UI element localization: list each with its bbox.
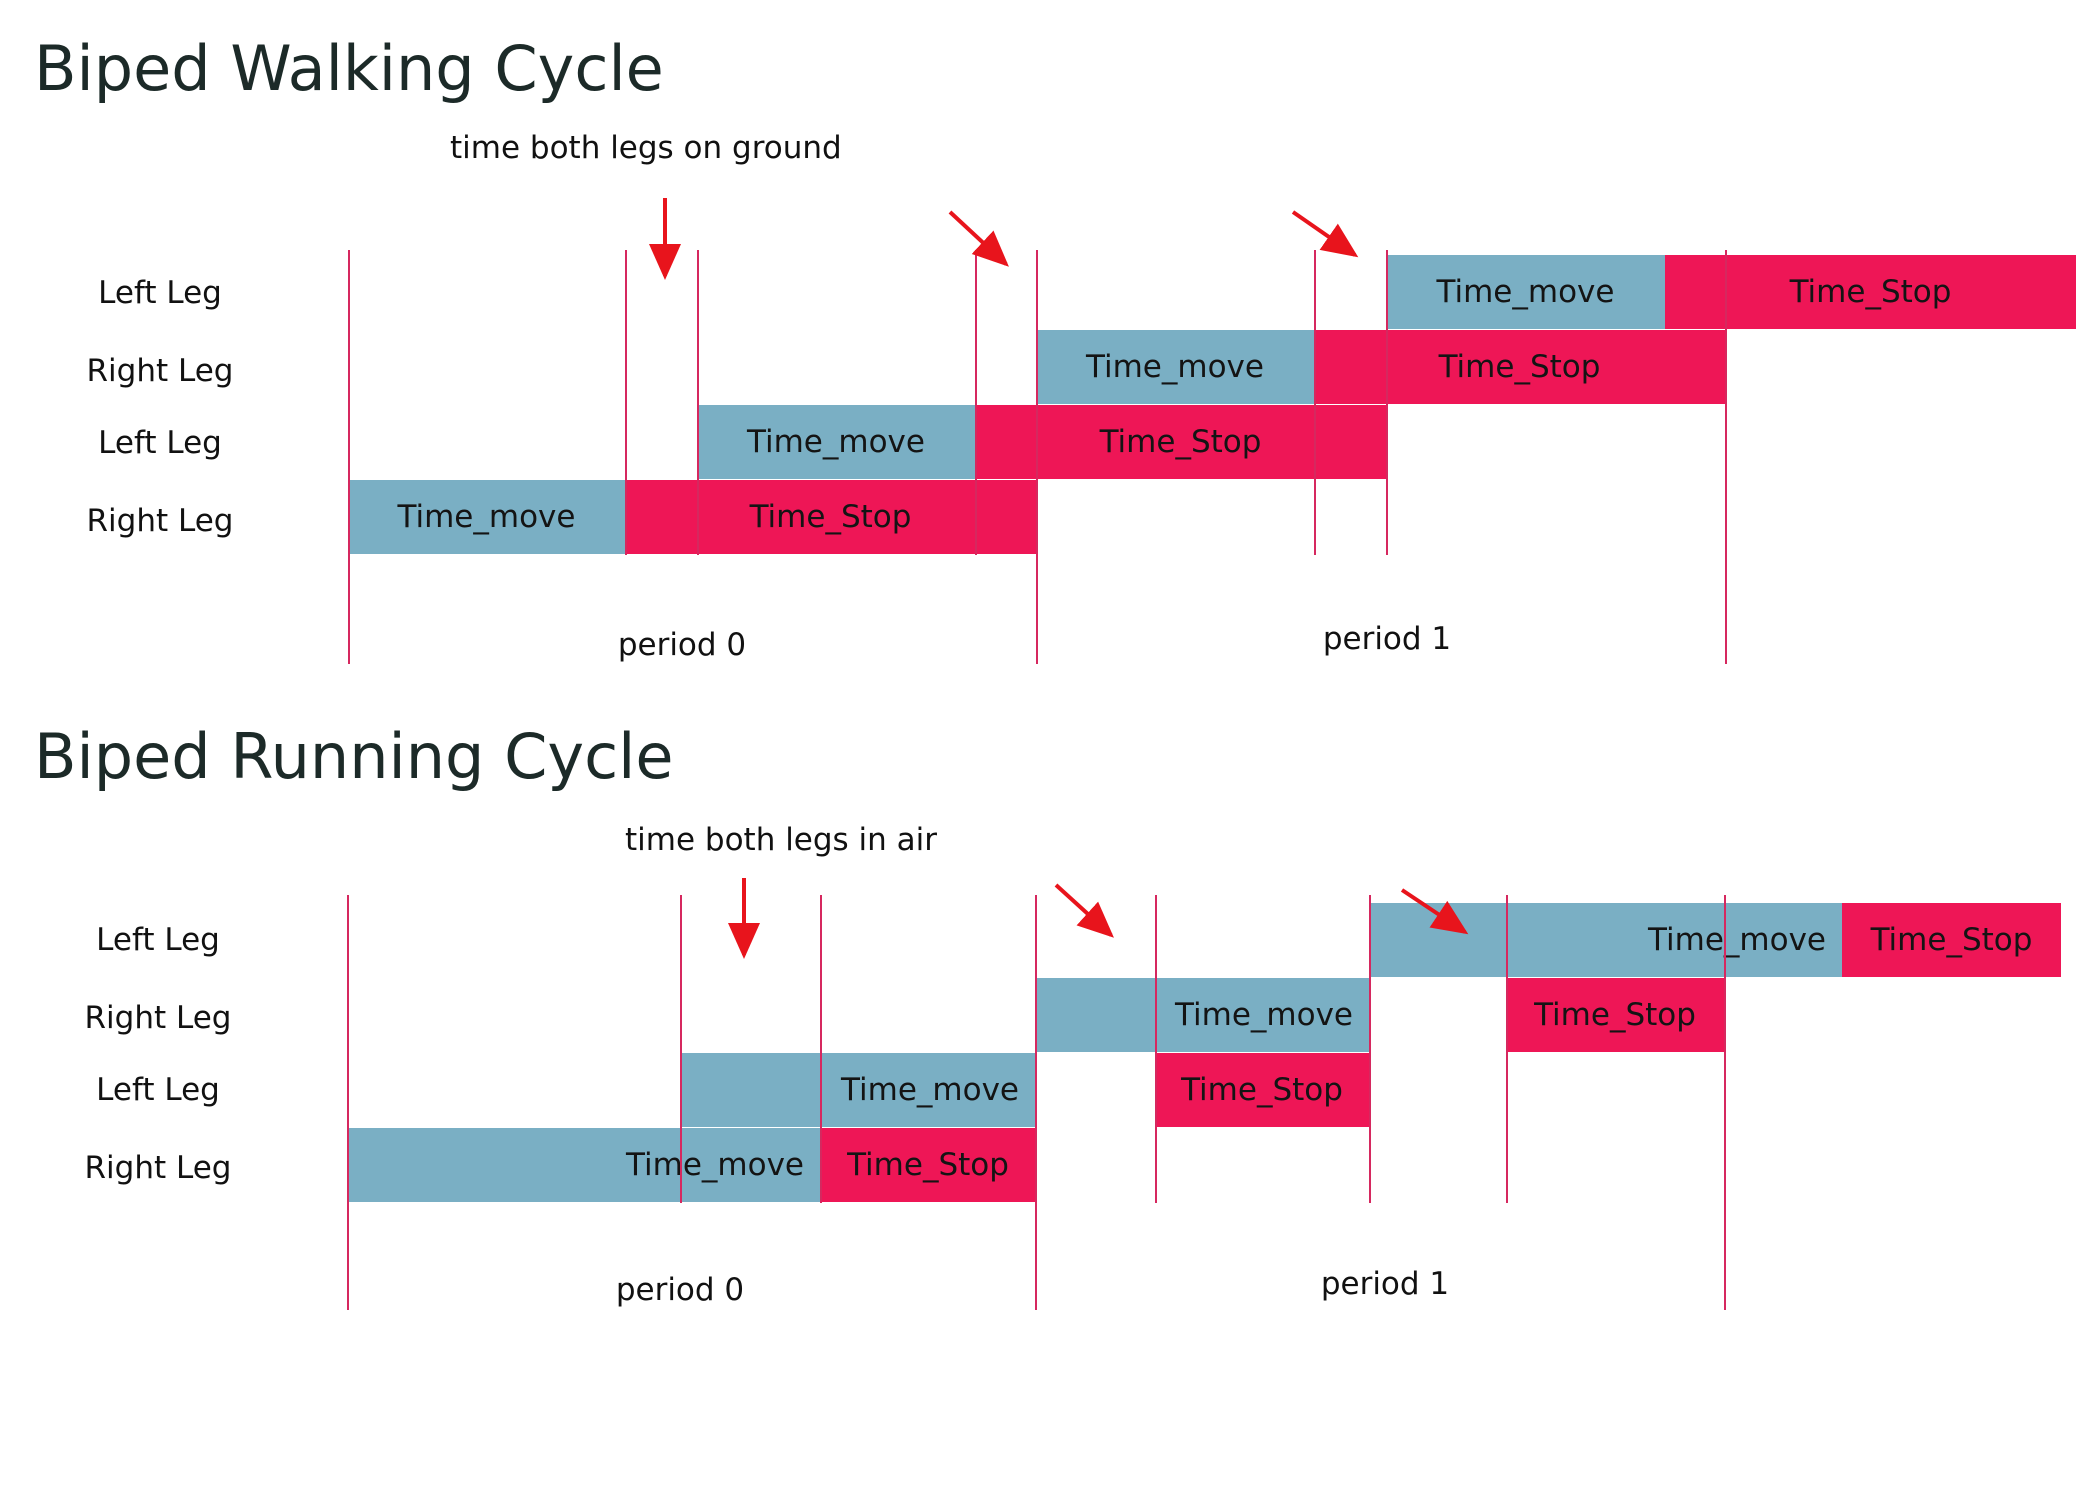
walking-divider-period-1-end: [1725, 250, 1727, 664]
walking-right-leg-move-bar-2: Time_move: [1036, 330, 1314, 404]
running-divider: [1369, 895, 1371, 1203]
running-row-label-1: Left Leg: [96, 922, 220, 958]
running-right-leg-stop-bar-2: Time_Stop: [1506, 978, 1724, 1052]
running-divider-period-1-start: [1035, 895, 1037, 1310]
running-title: Biped Running Cycle: [34, 720, 674, 793]
walking-row-label-1: Left Leg: [98, 275, 222, 311]
running-left-leg-move-bar-2: Time_move: [1369, 903, 1842, 977]
running-left-leg-stop-bar: Time_Stop: [1155, 1053, 1369, 1127]
walking-right-leg-stop-bar: Time_Stop: [625, 480, 1036, 554]
walking-left-leg-move-bar: Time_move: [697, 405, 975, 479]
walking-title: Biped Walking Cycle: [34, 32, 664, 105]
walking-right-leg-stop-bar-2: Time_Stop: [1314, 330, 1725, 404]
walking-row-label-4: Right Leg: [86, 503, 234, 539]
running-arrow-icon: [1400, 888, 1469, 935]
walking-row-label-2: Right Leg: [86, 353, 234, 389]
walking-divider: [975, 250, 977, 555]
walking-arrow-icon: [1291, 210, 1359, 258]
running-right-leg-stop-bar: Time_Stop: [820, 1128, 1036, 1202]
running-left-leg-move-bar: Time_move: [680, 1053, 1035, 1127]
walking-arrow-icon: [948, 210, 1009, 267]
walking-divider-period-1-start: [1036, 250, 1038, 664]
walking-period-0-label: period 0: [617, 627, 747, 663]
running-divider: [1506, 895, 1508, 1203]
running-divider-period-1-end: [1724, 895, 1726, 1310]
walking-divider: [697, 250, 699, 555]
walking-divider: [1386, 250, 1388, 555]
running-right-leg-move-bar-2: Time_move: [1035, 978, 1369, 1052]
running-divider: [820, 895, 822, 1203]
running-divider: [1155, 895, 1157, 1203]
running-left-leg-stop-bar-2: Time_Stop: [1842, 903, 2061, 977]
running-period-0-label: period 0: [615, 1272, 745, 1308]
walking-left-leg-stop-bar-2: Time_Stop: [1665, 255, 2076, 329]
walking-annotation: time both legs on ground: [450, 130, 842, 166]
running-divider-period-0-start: [347, 895, 349, 1310]
running-row-label-2: Right Leg: [84, 1000, 232, 1036]
running-row-label-4: Right Leg: [84, 1150, 232, 1186]
running-arrow-icon: [1054, 883, 1114, 938]
walking-divider-period-0-start: [348, 250, 350, 664]
walking-right-leg-move-bar: Time_move: [348, 480, 625, 554]
running-right-leg-move-bar: Time_move: [347, 1128, 820, 1202]
walking-divider: [625, 250, 627, 555]
walking-divider: [1314, 250, 1316, 555]
walking-left-leg-stop-bar: Time_Stop: [975, 405, 1386, 479]
running-period-1-label: period 1: [1320, 1266, 1450, 1302]
running-divider: [680, 895, 682, 1203]
walking-row-label-3: Left Leg: [98, 425, 222, 461]
running-annotation: time both legs in air: [625, 822, 938, 858]
walking-left-leg-move-bar-2: Time_move: [1386, 255, 1665, 329]
walking-period-1-label: period 1: [1322, 621, 1452, 657]
running-row-label-3: Left Leg: [96, 1072, 220, 1108]
